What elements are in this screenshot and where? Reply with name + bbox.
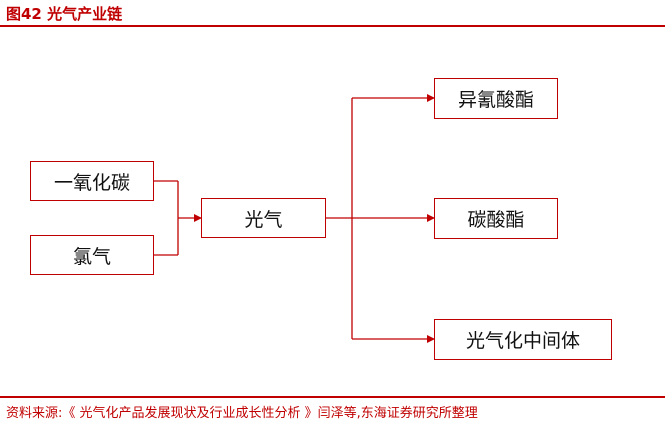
source-divider <box>0 396 665 398</box>
node-phosgenation-intermediate: 光气化中间体 <box>434 319 612 360</box>
node-isocyanate: 异氰酸酯 <box>434 78 558 119</box>
title-divider <box>0 25 665 27</box>
node-carbon-monoxide: 一氧化碳 <box>30 161 154 201</box>
node-carbonate: 碳酸酯 <box>434 198 558 239</box>
figure-source: 资料来源:《 光气化产品发展现状及行业成长性分析 》闫泽等,东海证券研究所整理 <box>6 406 478 421</box>
node-phosgene: 光气 <box>201 198 326 238</box>
figure-title: 图42 光气产业链 <box>6 5 123 23</box>
node-chlorine: 氯气 <box>30 235 154 275</box>
